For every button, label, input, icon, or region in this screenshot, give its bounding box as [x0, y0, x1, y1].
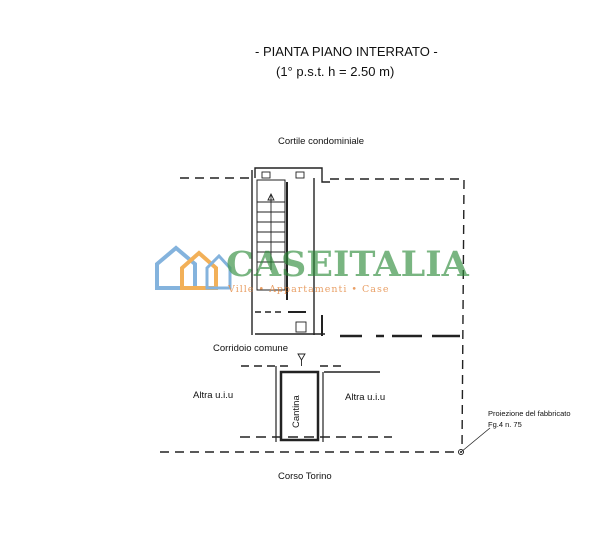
street-label: Corso Torino: [278, 471, 332, 482]
watermark-brand: CASEITALIA: [226, 244, 470, 285]
projection-point: [458, 449, 464, 455]
stair-arrow: [267, 192, 275, 201]
courtyard-label: Cortile condominiale: [278, 136, 365, 147]
cellar-room: [279, 370, 320, 442]
houses-logo-icon: [155, 245, 232, 290]
pillar-top-right: [295, 171, 305, 179]
watermark: CASEITALIA Ville • Appartamenti • Case: [155, 244, 470, 295]
stair-box: [256, 179, 286, 291]
pillar-top-left: [261, 171, 271, 179]
plan-title: - PIANTA PIANO INTERRATO -: [255, 44, 438, 59]
other-unit-right-label: Altra u.i.u: [345, 392, 386, 403]
landing-box: [295, 321, 307, 333]
entrance-marker: [297, 353, 306, 361]
stair-wall-outer: [254, 167, 330, 183]
projection-leader: [460, 427, 491, 453]
plan-subtitle: (1° p.s.t. h = 2.50 m): [276, 64, 395, 79]
cadastral-ref-label: Fg.4 n. 75: [488, 420, 522, 429]
corridor-label: Corridoio comune: [213, 343, 288, 354]
watermark-tagline: Ville • Appartamenti • Case: [227, 284, 389, 295]
other-unit-left-label: Altra u.i.u: [193, 390, 234, 401]
right-boundary: [461, 179, 465, 451]
cellar-label: Cantina: [291, 395, 302, 428]
projection-label: Proiezione del fabbricato: [488, 409, 571, 418]
stair-steps: [257, 195, 285, 270]
